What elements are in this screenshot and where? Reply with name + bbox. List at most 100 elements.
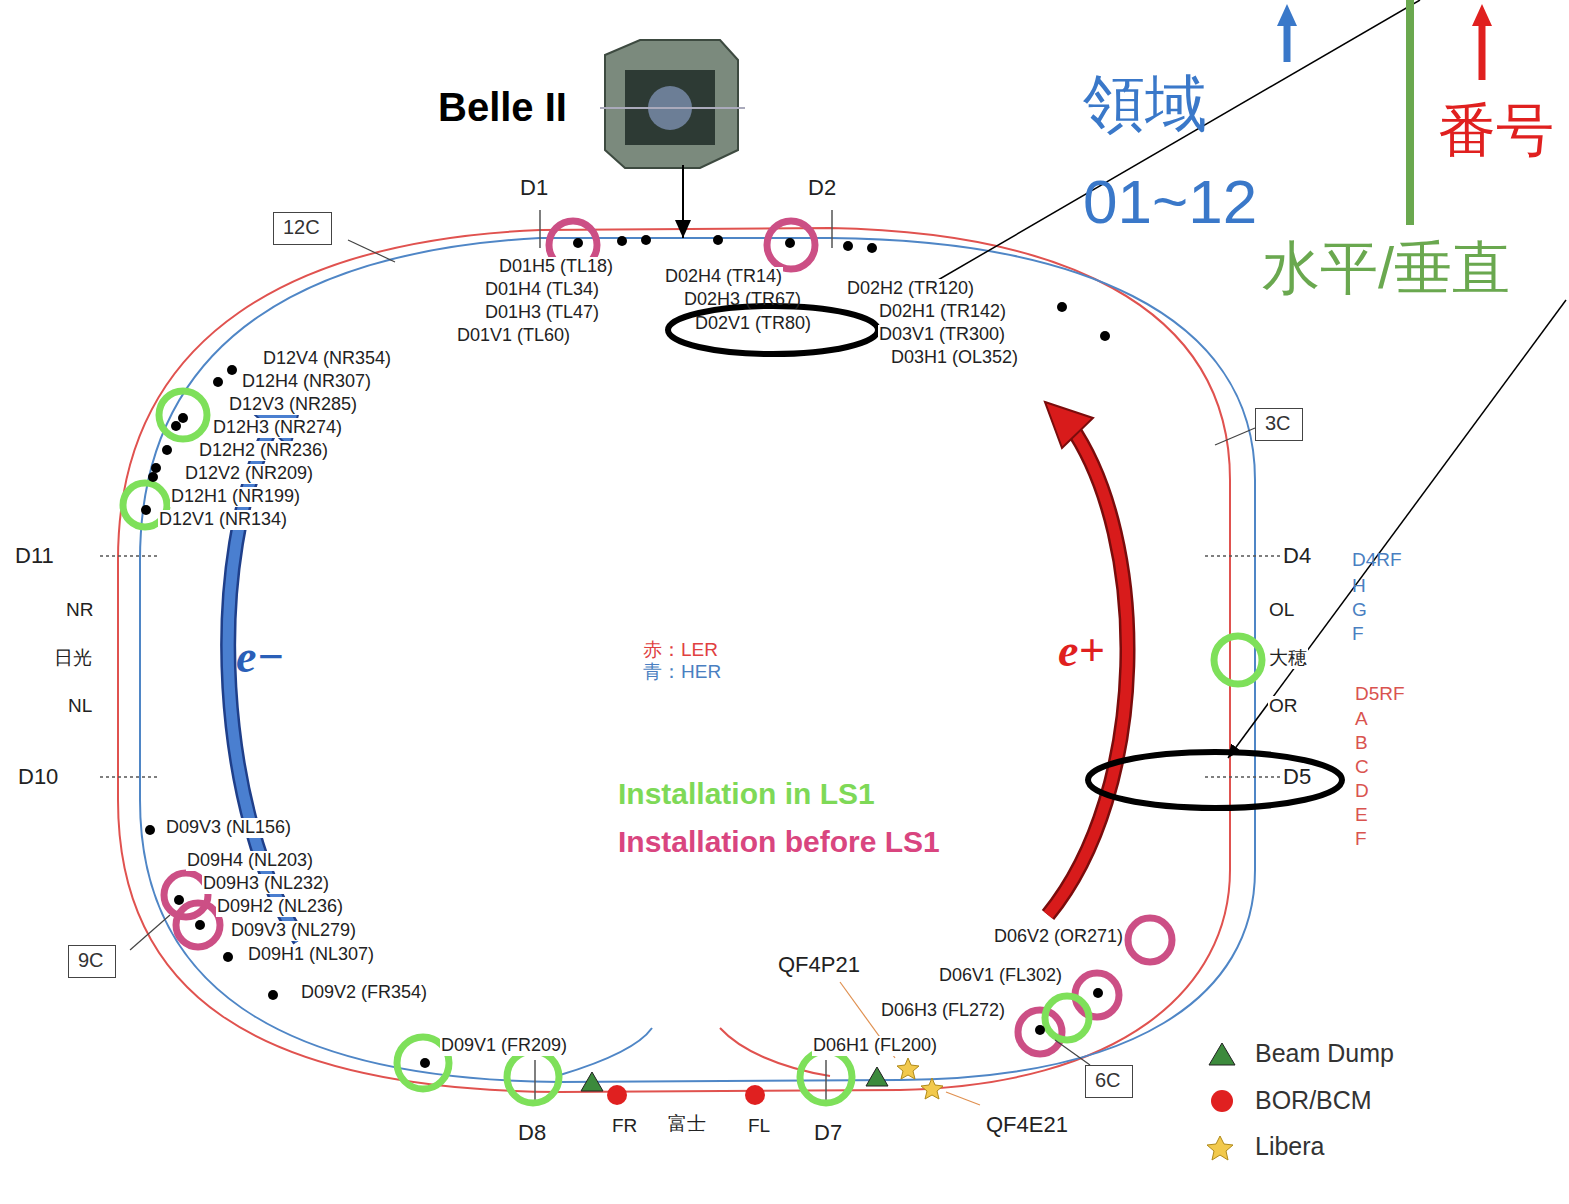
legend-text: Beam Dump [1255, 1040, 1394, 1068]
injection-line [560, 1028, 652, 1075]
map-label: D12V4 (NR354) [262, 349, 392, 369]
map-label: D5RF [1355, 684, 1405, 705]
map-label: D12V1 (NR134) [158, 510, 288, 530]
map-label: Belle II [438, 85, 567, 129]
map-label: D12V3 (NR285) [228, 395, 358, 415]
map-label: 01~12 [1083, 168, 1257, 236]
map-label: 水平/垂直 [1262, 236, 1510, 300]
map-label: D02H2 (TR120) [846, 279, 975, 299]
map-label: e+ [1058, 626, 1105, 677]
map-label: D11 [15, 544, 54, 568]
legend-text: Libera [1255, 1133, 1325, 1161]
map-label: D12H1 (NR199) [170, 487, 301, 507]
map-label: A [1355, 709, 1368, 730]
map-label: D06H3 (FL272) [880, 1001, 1006, 1021]
highlight-ellipse [668, 306, 878, 354]
map-label: D01H4 (TL34) [484, 280, 600, 300]
map-label: D12H2 (NR236) [198, 441, 329, 461]
map-label: Installation before LS1 [618, 825, 940, 858]
installed-in-ls1 [123, 391, 1262, 1103]
highlight-ellipse [1088, 752, 1342, 808]
map-label: 番号 [1438, 98, 1554, 162]
map-label: D06V1 (FL302) [938, 966, 1063, 986]
map-label: e− [236, 632, 284, 683]
ler-ring [118, 228, 1230, 1092]
map-label: D2 [808, 176, 836, 200]
map-label: QF4E21 [985, 1113, 1069, 1137]
map-label: D01H3 (TL47) [484, 303, 600, 323]
map-label: D09V3 (NL279) [230, 921, 357, 941]
map-label: B [1355, 733, 1368, 754]
map-label: D1 [520, 176, 548, 200]
belle-detector [600, 40, 745, 238]
map-label: NL [68, 696, 92, 717]
map-label: G [1352, 600, 1367, 621]
map-label: D02H4 (TR14) [664, 267, 783, 287]
map-label: D01H5 (TL18) [498, 257, 614, 277]
map-label: D03V1 (TR300) [878, 325, 1006, 345]
map-label: D12V2 (NR209) [184, 464, 314, 484]
legend-text: BOR/BCM [1255, 1087, 1372, 1115]
map-label: H [1352, 576, 1366, 597]
map-label: FR [612, 1116, 637, 1137]
map-label: D09V2 (FR354) [300, 983, 428, 1003]
map-label: Installation in LS1 [618, 777, 875, 810]
map-label: D12H4 (NR307) [241, 372, 372, 392]
section-label: 3C [1265, 412, 1291, 434]
box-leaders [130, 240, 1255, 1065]
her-ring [140, 238, 1255, 1082]
map-label: 青：HER [643, 662, 721, 683]
section-label: 9C [78, 949, 104, 971]
map-label: D03H1 (OL352) [890, 348, 1019, 368]
map-label: OR [1268, 696, 1299, 717]
map-label: D09H2 (NL236) [216, 897, 344, 917]
bpm-dots [141, 235, 1110, 1068]
map-label: 富士 [668, 1114, 706, 1135]
section-label: 6C [1095, 1069, 1121, 1091]
map-label: E [1355, 805, 1368, 826]
map-label: D02V1 (TR80) [695, 314, 811, 334]
map-label: C [1355, 757, 1369, 778]
map-label: D06V2 (OR271) [993, 927, 1124, 947]
map-label: D09H3 (NL232) [202, 874, 330, 894]
map-label: D [1355, 781, 1369, 802]
section-label: 12C [283, 216, 320, 238]
leader-line [1228, 300, 1566, 758]
map-label: D01V1 (TL60) [456, 326, 571, 346]
map-label: F [1352, 624, 1364, 645]
map-label: D12H3 (NR274) [212, 418, 343, 438]
map-label: D09V3 (NL156) [165, 818, 292, 838]
map-label: D7 [814, 1121, 842, 1145]
map-label: D09V1 (FR209) [440, 1036, 568, 1056]
map-label: QF4P21 [777, 953, 861, 977]
section-box: 12C [273, 212, 332, 245]
map-label: 領域 [1083, 70, 1207, 138]
map-label: 赤：LER [643, 640, 718, 661]
map-label: 大穂 [1268, 648, 1308, 669]
section-box: 9C [68, 945, 116, 978]
map-label: D10 [18, 765, 58, 789]
map-label: 日光 [54, 648, 92, 669]
map-label: OL [1268, 600, 1295, 621]
map-label: D02H3 (TR67) [684, 290, 801, 310]
beam-arrows [228, 398, 1127, 940]
map-label: D8 [518, 1121, 546, 1145]
map-label: D4RF [1352, 550, 1402, 571]
map-label: D09H1 (NL307) [247, 945, 375, 965]
map-label: D4 [1283, 544, 1311, 568]
section-box: 6C [1085, 1065, 1133, 1098]
legend-symbols [1207, 1043, 1235, 1160]
installed-before-ls1 [164, 221, 1172, 1054]
map-label: F [1355, 829, 1367, 850]
map-label: D5 [1283, 765, 1311, 789]
map-label: FL [748, 1116, 770, 1137]
map-label: NR [66, 600, 93, 621]
map-label: D09H4 (NL203) [186, 851, 314, 871]
section-box: 3C [1255, 408, 1303, 441]
map-label: D02H1 (TR142) [878, 302, 1007, 322]
map-label: D06H1 (FL200) [812, 1036, 938, 1056]
section-ticks [100, 556, 1280, 777]
